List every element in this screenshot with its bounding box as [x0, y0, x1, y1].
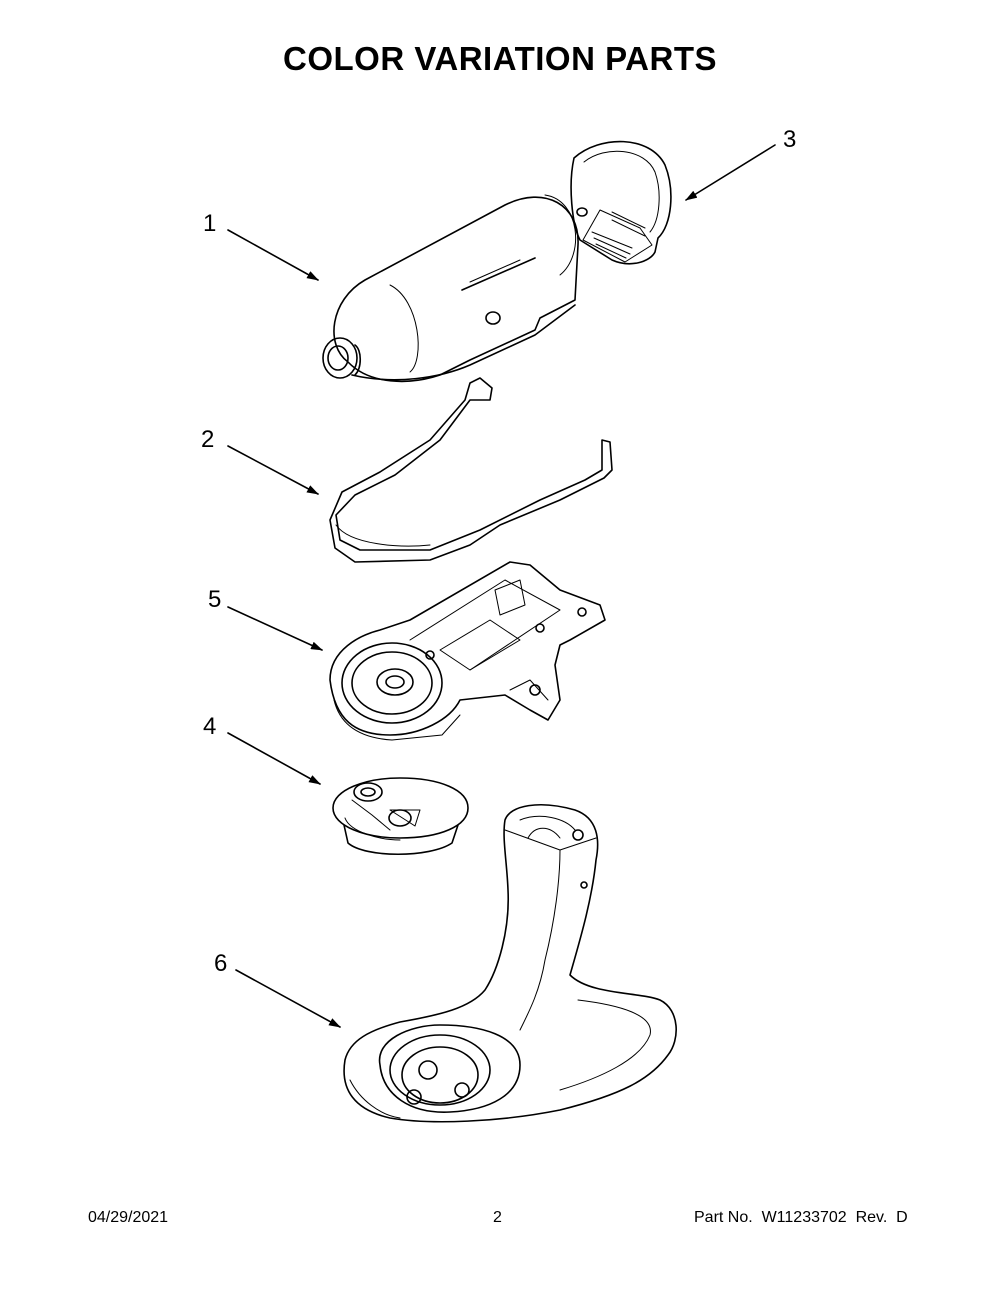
motor-housing-part	[323, 195, 578, 381]
leader-line-4	[228, 733, 321, 784]
leader-line-5	[228, 607, 323, 650]
callout-label-3: 3	[783, 126, 797, 153]
bowl-clamp-plate-part	[333, 778, 468, 854]
footer-page-number: 2	[493, 1209, 502, 1226]
diagram-title: COLOR VARIATION PARTS	[283, 40, 717, 77]
leader-line-1	[228, 230, 319, 280]
pedestal-base-part	[344, 805, 676, 1122]
callout-label-2: 2	[201, 426, 215, 453]
leader-line-2	[228, 446, 319, 494]
footer-part-number: Part No. W11233702 Rev. D	[694, 1209, 908, 1226]
callout-label-1: 1	[203, 210, 217, 237]
gear-housing-part	[330, 562, 605, 740]
callout-label-4: 4	[203, 713, 217, 740]
callout-label-5: 5	[208, 586, 222, 613]
trim-band-part	[330, 378, 612, 562]
rear-cover-part	[571, 142, 671, 264]
leader-line-3	[685, 145, 775, 200]
callout-label-6: 6	[214, 950, 228, 977]
leader-line-6	[236, 970, 341, 1027]
footer-date: 04/29/2021	[88, 1209, 169, 1226]
